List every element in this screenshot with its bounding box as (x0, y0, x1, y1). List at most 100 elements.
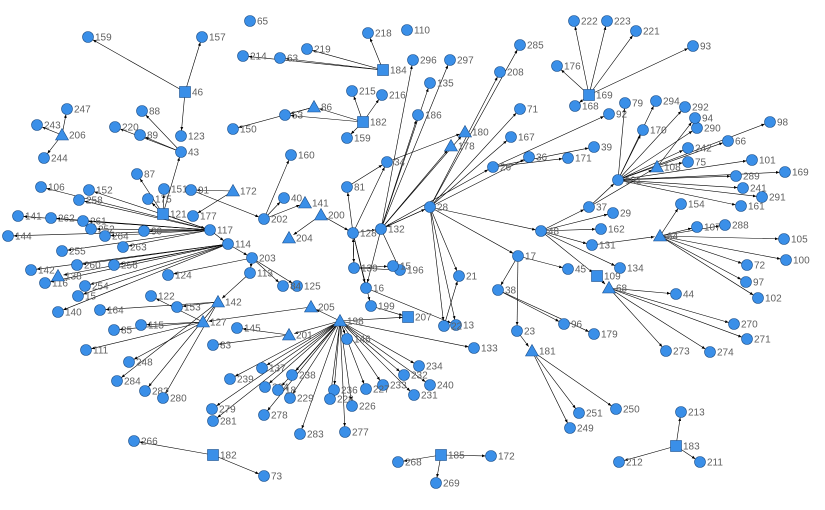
node-marker-circle (109, 121, 121, 133)
node-marker-circle (412, 109, 424, 121)
node-label: 280 (170, 394, 187, 405)
node-marker-circle (691, 122, 703, 134)
node-marker-circle (694, 456, 706, 468)
node-marker-circle (610, 403, 622, 415)
node-marker-circle (45, 212, 57, 224)
node-marker-circle (523, 151, 535, 163)
edge-181-251 (531, 350, 576, 409)
node-266: 266 (128, 435, 158, 448)
node-marker-circle (778, 233, 790, 245)
node-label: 284 (124, 377, 141, 388)
node-182b: 182 (207, 449, 237, 462)
node-142: 142 (25, 264, 55, 277)
node-label: 260 (84, 261, 101, 272)
node-171: 171 (562, 152, 592, 165)
node-250: 250 (610, 403, 640, 416)
edge-26-92 (492, 116, 605, 168)
edge-191-242 (617, 150, 684, 181)
node-marker-circle (564, 422, 576, 434)
node-17: 17 (512, 250, 537, 263)
node-label: 93 (700, 42, 712, 53)
node-label: 255 (69, 247, 86, 258)
node-label: 226 (359, 402, 376, 413)
node-83: 83 (207, 339, 232, 352)
node-label: 132 (388, 225, 405, 236)
node-label: 64 (667, 232, 679, 243)
node-label: 53 (292, 111, 304, 122)
edge-201-145 (242, 327, 290, 336)
node-211: 211 (694, 456, 723, 469)
node-282: 282 (139, 385, 169, 398)
node-141: 141 (12, 210, 42, 223)
node-label: 191 (625, 176, 642, 187)
node-marker-circle (206, 403, 218, 415)
edge-22-21 (443, 281, 458, 327)
node-161: 161 (735, 200, 765, 213)
node-label: 161 (748, 202, 765, 213)
edge-layer (13, 26, 781, 478)
node-label: 37 (596, 203, 608, 214)
node-label: 84 (290, 282, 302, 293)
node-label: 266 (141, 437, 158, 448)
node-marker-triangle (601, 280, 617, 294)
node-139: 139 (348, 262, 378, 275)
edge-28-22 (429, 206, 445, 321)
node-label: 263 (130, 243, 147, 254)
edge-91-202 (190, 189, 259, 218)
edge-142b-164 (105, 301, 219, 311)
node-marker-circle (207, 415, 219, 427)
node-117: 117 (204, 224, 233, 237)
node-167: 167 (505, 131, 535, 144)
node-marker-circle (258, 470, 270, 482)
edge-201-83 (218, 334, 290, 346)
node-marker-square (670, 440, 682, 452)
node-label: 252 (98, 225, 115, 236)
node-132: 132 (375, 223, 405, 236)
node-marker-circle (424, 201, 436, 213)
node-marker-triangle (652, 228, 668, 242)
node-marker-circle (691, 221, 703, 233)
node-label: 222 (581, 17, 598, 28)
edge-203-125 (251, 257, 293, 284)
node-277: 277 (339, 426, 369, 439)
node-label: 98 (777, 118, 789, 129)
node-label: 140 (65, 308, 82, 319)
node-92: 92 (603, 108, 628, 121)
node-label: 262 (58, 214, 75, 225)
node-marker-circle (780, 254, 792, 266)
node-marker-triangle (303, 299, 319, 313)
node-label: 200 (328, 211, 345, 222)
edge-117-252 (96, 227, 211, 231)
node-marker-circle (162, 269, 174, 281)
node-283: 283 (294, 428, 324, 441)
node-marker-circle (438, 320, 450, 332)
node-label: 254 (92, 282, 109, 293)
node-marker-circle (535, 225, 547, 237)
node-128: 128 (347, 227, 377, 240)
node-marker-circle (756, 191, 768, 203)
node-label: 223 (614, 17, 631, 28)
node-64: 64 (652, 228, 679, 243)
edge-17-23 (515, 255, 519, 326)
node-label: 180 (472, 128, 489, 139)
node-marker-circle (424, 77, 436, 89)
node-label: 172 (498, 452, 515, 463)
node-marker-circle (375, 223, 387, 235)
node-label: 162 (608, 225, 625, 236)
node-278: 278 (258, 409, 288, 422)
node-marker-circle (511, 325, 523, 337)
node-label: 72 (754, 261, 766, 272)
node-marker-circle (630, 25, 642, 37)
node-marker-circle (347, 227, 359, 239)
node-214: 214 (237, 50, 267, 63)
node-marker-circle (408, 389, 420, 401)
node-marker-circle (365, 300, 377, 312)
node-marker-circle (573, 407, 585, 419)
node-label: 71 (527, 105, 539, 116)
node-205: 205 (303, 299, 335, 314)
node-160: 160 (285, 149, 315, 162)
node-label: 218 (375, 29, 392, 40)
node-label: 184 (390, 66, 407, 77)
node-label: 159 (354, 134, 371, 145)
